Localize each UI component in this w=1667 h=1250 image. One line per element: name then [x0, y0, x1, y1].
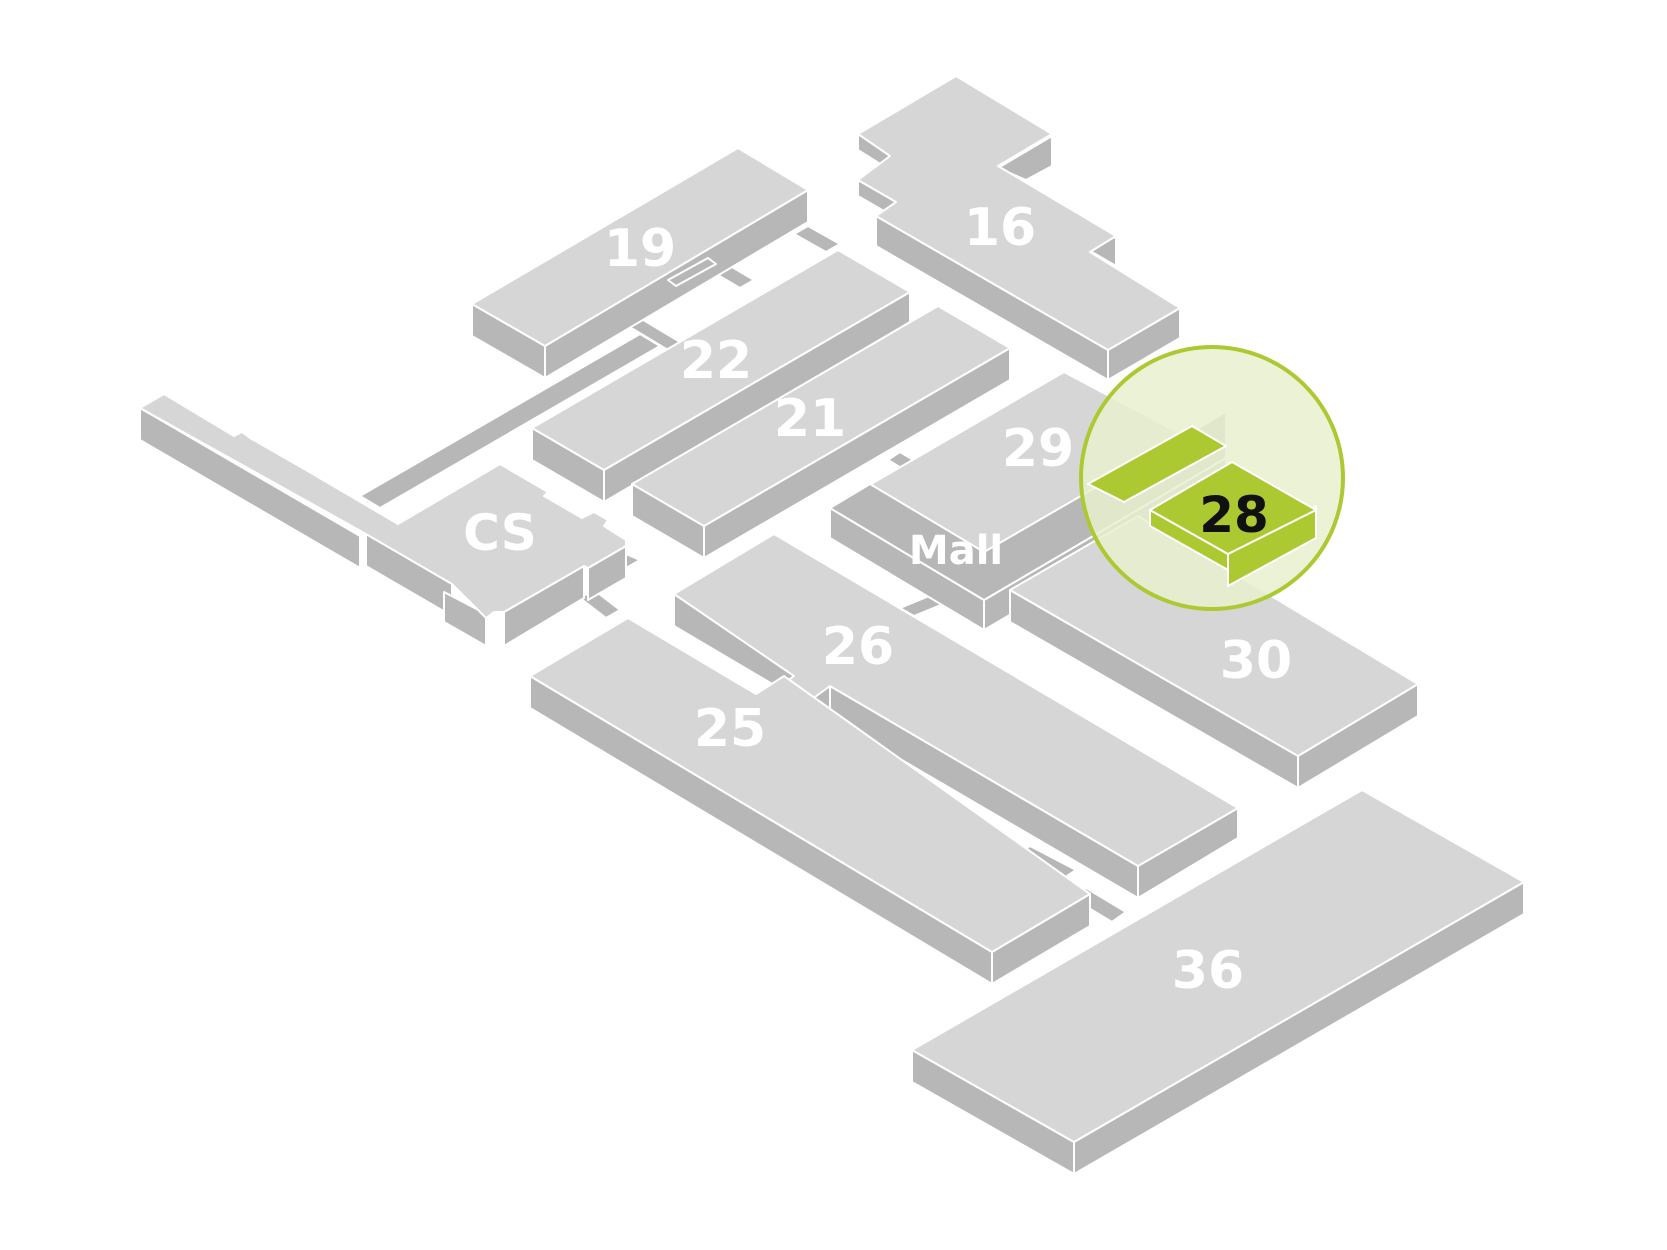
building-22[interactable]: 22 [531, 249, 911, 503]
building-25[interactable]: 25 [529, 617, 1091, 985]
building-21[interactable]: 21 [631, 305, 1011, 559]
building-30-label: 30 [1220, 631, 1292, 691]
building-26[interactable]: 26 [673, 533, 1239, 899]
building-25-label: 25 [694, 699, 766, 759]
building-16[interactable]: 16 [857, 75, 1181, 381]
walkway-long [359, 257, 717, 509]
building-26-label: 26 [822, 617, 894, 677]
building-cs-label: CS [463, 504, 537, 562]
mall-label: Mall [909, 528, 1003, 574]
building-28-label: 28 [1199, 486, 1269, 544]
building-21-label: 21 [774, 389, 846, 449]
building-cs[interactable]: CS [139, 393, 627, 647]
building-28[interactable]: 28 [1087, 425, 1317, 587]
building-16-label: 16 [964, 198, 1036, 258]
building-30[interactable]: 30 [1009, 515, 1419, 789]
building-22-label: 22 [680, 331, 752, 391]
building-36-label: 36 [1172, 941, 1244, 1001]
building-29-label: 29 [1002, 419, 1074, 479]
building-36[interactable]: 36 [911, 789, 1525, 1175]
building-19-label: 19 [604, 219, 676, 279]
